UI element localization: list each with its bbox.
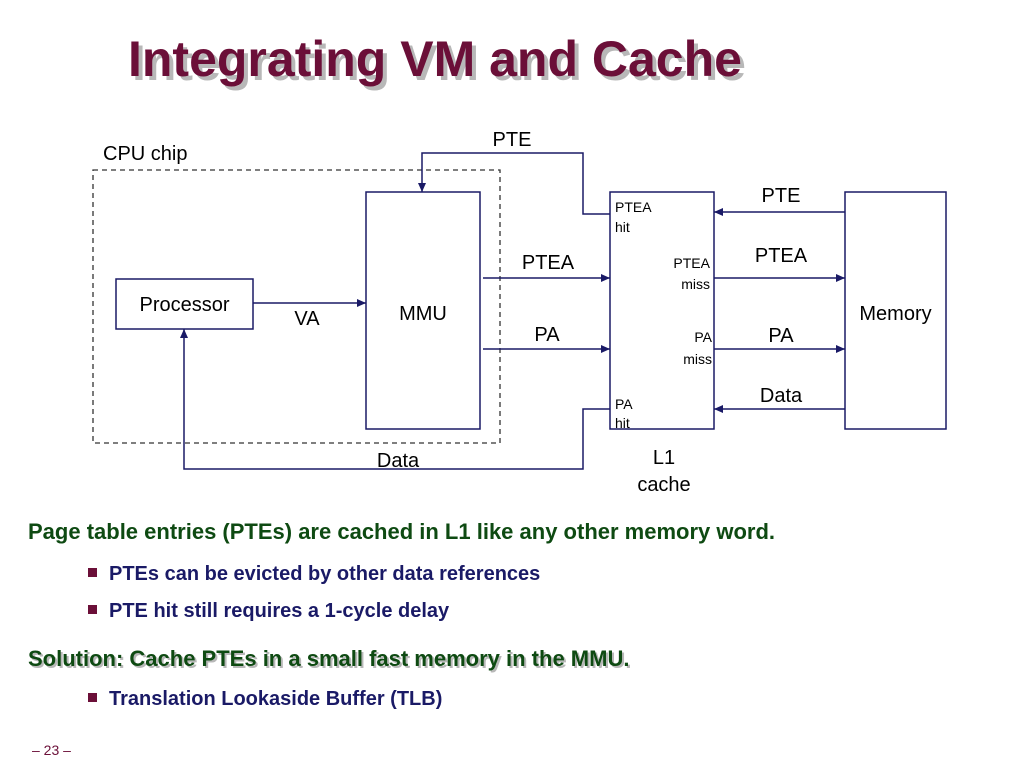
- memory-box: [844, 191, 947, 430]
- point-2: Solution: Cache PTEs in a small fast mem…: [28, 646, 630, 671]
- pte-from-memory-label: PTE: [762, 185, 801, 207]
- point-1-bullet-1: PTEs can be evicted by other data refere…: [88, 563, 540, 586]
- processor-box: [115, 278, 254, 330]
- cpu-chip-boundary: [92, 169, 501, 444]
- ptea-miss-label-line1: PTEA: [673, 255, 710, 271]
- pa-miss-label-line1: PA: [694, 329, 712, 345]
- bullet-text: PTEs can be evicted by other data refere…: [109, 563, 541, 585]
- vm-cache-diagram: CPU chip Processor MMU L1 cache Memory V…: [92, 129, 947, 496]
- point-2-bullet-1: Translation Lookaside Buffer (TLB): [88, 688, 442, 711]
- ptea-to-memory-label: PTEA: [755, 245, 808, 267]
- slide-title: Integrating VM and Cache: [128, 31, 742, 87]
- ptea-to-cache-label: PTEA: [522, 252, 575, 274]
- memory-label: Memory: [859, 303, 931, 325]
- pa-miss-label-line2: miss: [683, 351, 712, 367]
- mmu-box: [365, 191, 481, 430]
- cache-label-line2: cache: [637, 474, 690, 496]
- data-from-memory-label: Data: [760, 385, 803, 407]
- point-1-bullet-2: PTE hit still requires a 1-cycle delay: [88, 600, 449, 623]
- pte-to-mmu-label: PTE: [493, 129, 532, 151]
- va-label: VA: [294, 308, 320, 330]
- square-bullet-icon: [88, 693, 97, 702]
- mmu-label: MMU: [399, 303, 447, 325]
- l1-cache-box: [609, 191, 715, 430]
- pa-hit-label-line1: PA: [615, 396, 633, 412]
- bullet-text: Translation Lookaside Buffer (TLB): [109, 688, 443, 710]
- point-1: Page table entries (PTEs) are cached in …: [28, 519, 776, 544]
- pa-to-cache-label: PA: [534, 324, 560, 346]
- page-number: – 23 –: [32, 742, 71, 758]
- data-to-processor-arrow: [180, 329, 610, 470]
- processor-label: Processor: [139, 294, 229, 316]
- data-to-processor-label: Data: [377, 450, 420, 472]
- square-bullet-icon: [88, 568, 97, 577]
- bullet-text: PTE hit still requires a 1-cycle delay: [109, 600, 450, 622]
- pa-hit-label-line2: hit: [615, 415, 630, 431]
- ptea-miss-label-line2: miss: [681, 276, 710, 292]
- pa-to-memory-label: PA: [768, 325, 794, 347]
- ptea-hit-label-line1: PTEA: [615, 199, 652, 215]
- cache-label-line1: L1: [653, 447, 675, 469]
- ptea-hit-label-line2: hit: [615, 219, 630, 235]
- cpu-chip-label: CPU chip: [103, 143, 187, 165]
- pte-to-mmu-arrow: [418, 152, 610, 215]
- square-bullet-icon: [88, 605, 97, 614]
